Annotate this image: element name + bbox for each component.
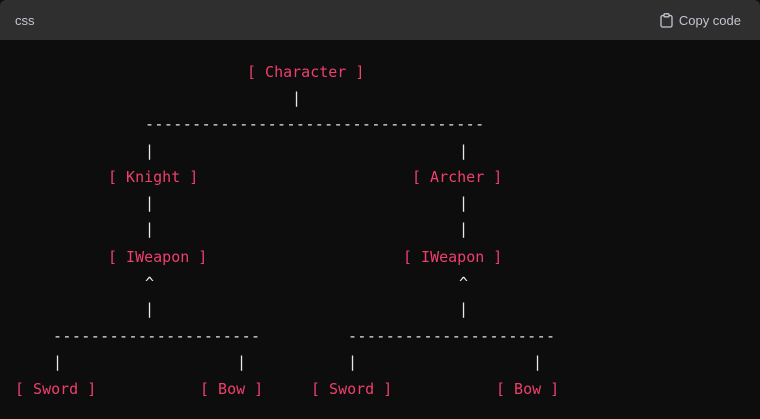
connector-pipe: | [459, 142, 469, 160]
node-sword-right: [ Sword ] [311, 380, 393, 398]
code-header: css Copy code [0, 0, 760, 40]
connector-pipe: | [459, 300, 469, 318]
copy-code-button[interactable]: Copy code [660, 13, 741, 28]
connector-pipe: | [145, 220, 155, 238]
node-character: [ Character ] [247, 63, 365, 81]
connector-pipe: | [145, 194, 155, 212]
connector-rule: ---------------------- [53, 327, 261, 345]
node-iweapon-left: [ IWeapon ] [108, 248, 208, 266]
connector-pipe: | [348, 353, 358, 371]
connector-pipe: | [53, 353, 63, 371]
connector-rule: ------------------------------------ [145, 115, 485, 133]
connector-pipe: | [459, 220, 469, 238]
connector-caret: ^ [145, 274, 155, 292]
node-bow-right: [ Bow ] [496, 380, 560, 398]
node-iweapon-right: [ IWeapon ] [403, 248, 503, 266]
copy-code-label: Copy code [678, 12, 741, 28]
connector-pipe: | [459, 194, 469, 212]
connector-pipe: | [292, 89, 302, 107]
node-knight: [ Knight ] [108, 168, 199, 186]
node-bow-left: [ Bow ] [200, 380, 264, 398]
node-sword-left: [ Sword ] [15, 380, 97, 398]
connector-pipe: | [145, 300, 155, 318]
code-content: [ Character ] | ------------------------… [0, 40, 760, 419]
language-label: css [15, 12, 35, 28]
connector-pipe: | [533, 353, 543, 371]
connector-pipe: | [237, 353, 247, 371]
connector-caret: ^ [459, 274, 469, 292]
connector-pipe: | [145, 142, 155, 160]
connector-rule: ---------------------- [348, 327, 556, 345]
node-archer: [ Archer ] [412, 168, 503, 186]
clipboard-icon [660, 12, 673, 28]
